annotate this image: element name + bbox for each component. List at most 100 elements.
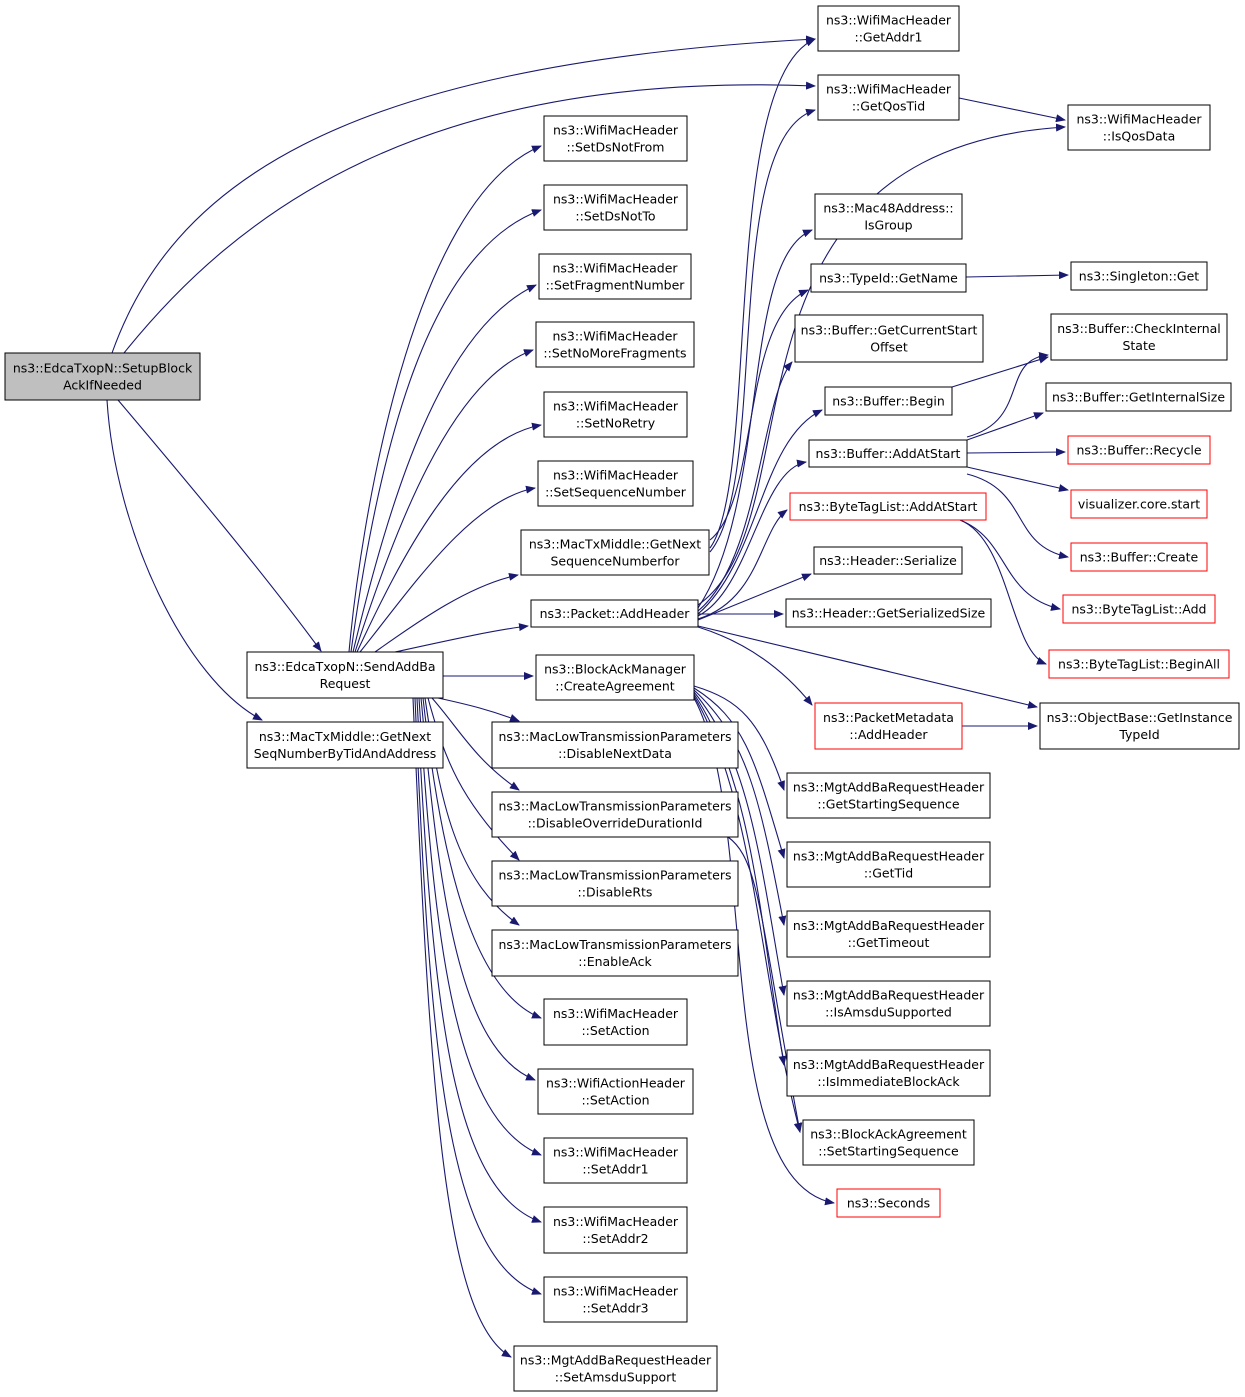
node-get-next-seq-tid[interactable]: ns3::MacTxMiddle::GetNextSeqNumberByTidA… [246,721,444,769]
node-label: ns3::Buffer::Begin [832,394,945,409]
node-box [513,1345,718,1392]
call-edge [697,573,812,621]
node-label: ::SetFragmentNumber [546,278,686,293]
node-box [520,529,710,576]
call-edge [437,697,520,722]
call-edge [352,284,537,653]
node-seconds[interactable]: ns3::Seconds [836,1188,941,1218]
node-add-header[interactable]: ns3::Packet::AddHeader [530,599,699,628]
node-label: ::SetAddr2 [582,1231,648,1246]
node-set-no-more-frag[interactable]: ns3::WifiMacHeader::SetNoMoreFragments [535,321,695,368]
call-edge [111,35,816,354]
call-edge [350,209,542,653]
call-edge [359,485,536,653]
node-box [543,184,688,231]
call-edge [420,697,536,1081]
node-label: ns3::MgtAddBaRequestHeader [793,780,985,795]
node-label: ns3::WifiMacHeader [553,1214,679,1229]
node-box [802,1119,975,1166]
node-get-name[interactable]: ns3::TypeId::GetName [810,263,967,293]
node-get-internal-size[interactable]: ns3::Buffer::GetInternalSize [1045,382,1232,412]
node-get-tid[interactable]: ns3::MgtAddBaRequestHeader::GetTid [786,841,991,888]
call-edge [966,412,1044,441]
node-buf-begin[interactable]: ns3::Buffer::Begin [824,386,953,416]
node-set-frag-num[interactable]: ns3::WifiMacHeader::SetFragmentNumber [538,253,692,300]
node-is-qos-data[interactable]: ns3::WifiMacHeader::IsQosData [1067,104,1211,151]
call-edge [966,473,1069,560]
node-disable-rts[interactable]: ns3::MacLowTransmissionParameters::Disab… [491,860,739,907]
node-label: ns3::MgtAddBaRequestHeader [520,1353,712,1368]
node-label: ns3::MacLowTransmissionParameters [498,729,731,744]
node-recycle[interactable]: ns3::Buffer::Recycle [1067,435,1211,465]
call-edge [697,361,793,612]
node-label: ns3::WifiMacHeader [553,192,679,207]
node-box [786,772,991,819]
node-disable-override[interactable]: ns3::MacLowTransmissionParameters::Disab… [491,791,739,838]
node-set-ds-not-from[interactable]: ns3::WifiMacHeader::SetDsNotFrom [543,115,688,162]
call-edge [697,409,823,615]
node-btl-add[interactable]: ns3::ByteTagList::Add [1062,594,1216,624]
node-get-timeout[interactable]: ns3::MgtAddBaRequestHeader::GetTimeout [786,910,991,958]
node-set-addr1[interactable]: ns3::WifiMacHeader::SetAddr1 [543,1137,688,1184]
call-edge [958,97,1066,123]
node-hdr-get-size[interactable]: ns3::Header::GetSerializedSize [785,598,992,628]
call-edge [709,108,816,553]
call-edge [709,289,809,541]
node-create-agreement[interactable]: ns3::BlockAckManager::CreateAgreement [535,654,695,701]
node-set-seq-num[interactable]: ns3::WifiMacHeader::SetSequenceNumber [537,460,694,507]
node-set-no-retry[interactable]: ns3::WifiMacHeader::SetNoRetry [543,391,688,438]
node-set-amsdu[interactable]: ns3::MgtAddBaRequestHeader::SetAmsduSupp… [513,1345,718,1392]
node-get-start-seq[interactable]: ns3::MgtAddBaRequestHeader::GetStartingS… [786,772,991,819]
node-enable-ack[interactable]: ns3::MacLowTransmissionParameters::Enabl… [491,929,739,977]
node-box [786,1049,991,1097]
node-set-addr2[interactable]: ns3::WifiMacHeader::SetAddr2 [543,1206,688,1254]
node-is-amsdu[interactable]: ns3::MgtAddBaRequestHeader::IsAmsduSuppo… [786,980,991,1027]
node-vis-start[interactable]: visualizer.core.start [1070,489,1208,519]
node-box [1067,104,1211,151]
node-box [824,386,953,416]
node-set-ds-not-to[interactable]: ns3::WifiMacHeader::SetDsNotTo [543,184,688,231]
node-is-group[interactable]: ns3::Mac48Address::IsGroup [814,193,963,240]
node-set-action-act[interactable]: ns3::WifiActionHeader::SetAction [537,1068,694,1115]
node-set-addr3[interactable]: ns3::WifiMacHeader::SetAddr3 [543,1276,688,1323]
node-label: ns3::WifiMacHeader [552,329,678,344]
node-disable-next-data[interactable]: ns3::MacLowTransmissionParameters::Disab… [491,721,739,769]
call-edge [693,687,786,859]
node-buf-add-at-start[interactable]: ns3::Buffer::AddAtStart [808,439,968,468]
node-set-action-mac[interactable]: ns3::WifiMacHeader::SetAction [543,998,688,1046]
node-is-immediate[interactable]: ns3::MgtAddBaRequestHeader::IsImmediateB… [786,1049,991,1097]
node-box [537,460,694,507]
node-singleton-get[interactable]: ns3::Singleton::Get [1070,261,1208,291]
node-pm-add-header[interactable]: ns3::PacketMetadata::AddHeader [814,702,963,750]
node-label: ns3::MgtAddBaRequestHeader [793,1057,985,1072]
node-get-next-seq-for[interactable]: ns3::MacTxMiddle::GetNextSequenceNumberf… [520,529,710,576]
node-label: ns3::ByteTagList::Add [1071,602,1206,617]
node-buf-create[interactable]: ns3::Buffer::Create [1070,542,1208,572]
call-edge [697,626,813,706]
node-get-addr1[interactable]: ns3::WifiMacHeader::GetAddr1 [817,5,960,52]
node-get-qos-tid[interactable]: ns3::WifiMacHeader::GetQosTid [817,74,960,121]
node-label: ::DisableOverrideDurationId [528,816,703,831]
call-edge [697,625,1038,709]
node-label: ns3::WifiActionHeader [546,1076,686,1091]
node-set-start-seq[interactable]: ns3::BlockAckAgreement::SetStartingSeque… [802,1119,975,1166]
node-label: ns3::MacTxMiddle::GetNext [259,729,431,744]
node-btl-add-at-start[interactable]: ns3::ByteTagList::AddAtStart [789,492,987,521]
node-label: ns3::WifiMacHeader [553,399,679,414]
node-hdr-serialize[interactable]: ns3::Header::Serialize [813,546,963,575]
node-btl-begin-all[interactable]: ns3::ByteTagList::BeginAll [1048,649,1230,679]
node-label: ::DisableRts [578,885,653,900]
node-label: ns3::MgtAddBaRequestHeader [793,988,985,1003]
call-edge [959,519,1061,611]
node-box [246,651,444,699]
node-label: ns3::TypeId::GetName [819,271,958,286]
call-edge [966,448,1066,457]
node-label: ns3::ObjectBase::GetInstance [1047,710,1233,725]
call-edge [965,271,1069,280]
